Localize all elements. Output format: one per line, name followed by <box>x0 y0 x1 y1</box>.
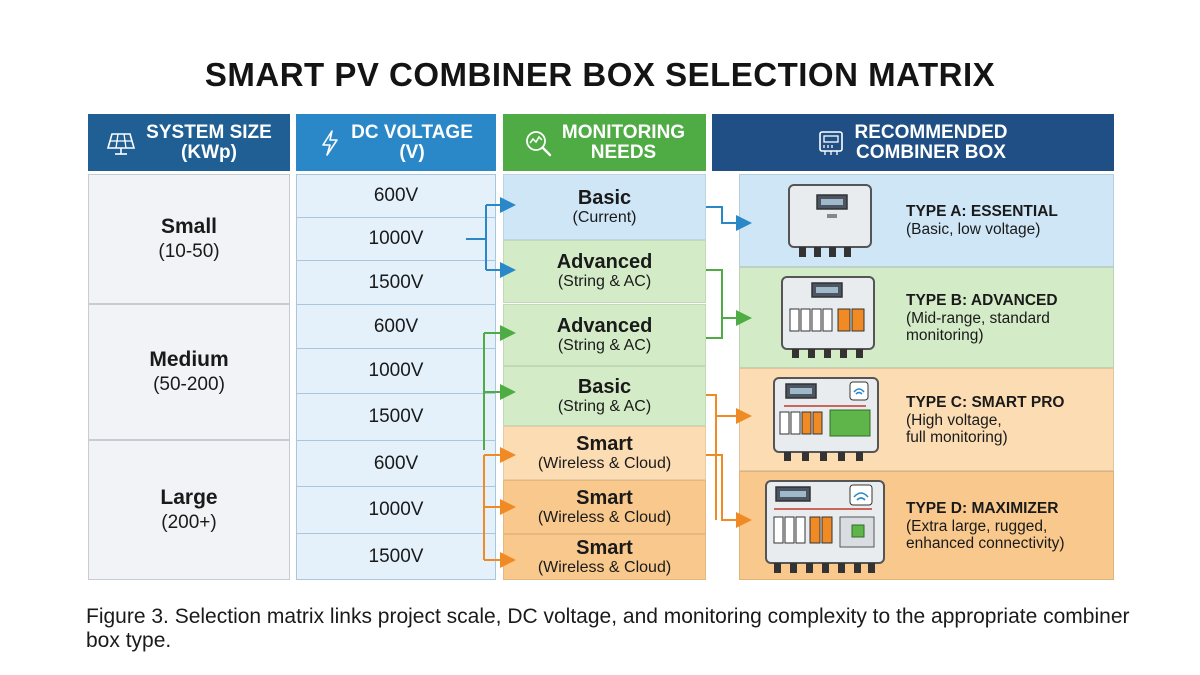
recommendation-type: TYPE B: ADVANCED <box>906 291 1058 309</box>
monitoring-detail: (String & AC) <box>557 397 652 415</box>
voltage-cell: 600V <box>296 304 496 349</box>
monitoring-cell: Advanced (String & AC) <box>503 304 706 366</box>
monitoring-detail: (Wireless & Cloud) <box>537 558 672 576</box>
size-cell-small: Small (10-50) <box>88 174 290 304</box>
header-monitoring-line1: MONITORING <box>561 121 686 143</box>
size-range: (50-200) <box>153 374 225 395</box>
combiner-box-icon <box>819 130 844 155</box>
monitoring-level: Basic <box>577 186 632 209</box>
monitoring-cell: Basic (String & AC) <box>503 366 706 426</box>
voltage-cell: 1500V <box>296 393 496 441</box>
voltage-cell: 1500V <box>296 533 496 580</box>
monitoring-detail: (Wireless & Cloud) <box>537 454 672 472</box>
size-range: (200+) <box>161 512 217 533</box>
monitoring-cell: Smart (Wireless & Cloud) <box>503 534 706 580</box>
recommendation-text: TYPE B: ADVANCED (Mid-range, standard mo… <box>906 268 1058 367</box>
monitoring-detail: (Wireless & Cloud) <box>537 508 672 526</box>
header-system-size: SYSTEM SIZE (KWp) <box>88 114 290 171</box>
recommendation-text: TYPE A: ESSENTIAL (Basic, low voltage) <box>906 175 1058 266</box>
size-cell-medium: Medium (50-200) <box>88 304 290 440</box>
monitoring-level: Advanced <box>556 314 653 337</box>
recommendation-desc: full monitoring) <box>906 428 1008 446</box>
lightning-bolt-icon <box>322 129 338 156</box>
recommendation-desc: enhanced connectivity) <box>906 534 1065 552</box>
solar-panel-icon <box>107 132 136 155</box>
header-dc-voltage: DC VOLTAGE (V) <box>296 114 496 171</box>
voltage-cell: 1000V <box>296 217 496 261</box>
monitoring-detail: (String & AC) <box>557 336 652 354</box>
recommendation-text: TYPE C: SMART PRO (High voltage, full mo… <box>906 369 1064 470</box>
monitoring-cell: Basic (Current) <box>503 174 706 240</box>
recommendation-type: TYPE A: ESSENTIAL <box>906 203 1058 220</box>
monitoring-magnifier-icon <box>526 130 552 156</box>
recommendation-type-d: TYPE D: MAXIMIZER (Extra large, rugged, … <box>739 471 1114 580</box>
recommendation-desc: monitoring) <box>906 326 984 344</box>
monitoring-level: Basic <box>577 375 632 398</box>
header-monitoring-line2: NEEDS <box>590 141 657 163</box>
header-monitoring: MONITORING NEEDS <box>503 114 706 171</box>
recommendation-desc: (Extra large, rugged, <box>906 517 1048 535</box>
size-cell-large: Large (200+) <box>88 440 290 580</box>
monitoring-cell: Smart (Wireless & Cloud) <box>503 426 706 480</box>
figure-caption: Figure 3. Selection matrix links project… <box>86 605 1130 652</box>
combiner-box-advanced-icon <box>781 276 875 358</box>
recommendation-text: TYPE D: MAXIMIZER (Extra large, rugged, … <box>906 472 1065 579</box>
recommendation-type: TYPE C: SMART PRO <box>906 393 1065 411</box>
monitoring-level: Smart <box>576 536 633 559</box>
monitoring-level: Advanced <box>556 251 653 273</box>
header-dc-voltage-line1: DC VOLTAGE <box>351 121 473 143</box>
monitoring-cell: Smart (Wireless & Cloud) <box>503 480 706 534</box>
combiner-box-maximizer-icon <box>765 480 885 573</box>
voltage-cell: 1500V <box>296 260 496 305</box>
recommendation-desc: (Mid-range, standard <box>906 309 1050 327</box>
header-recommended-line1: RECOMMENDED <box>854 121 1008 143</box>
recommendation-type-a: TYPE A: ESSENTIAL (Basic, low voltage) <box>739 174 1114 267</box>
combiner-box-essential-icon <box>788 184 872 257</box>
size-name: Small <box>160 215 218 238</box>
size-name: Large <box>160 486 218 509</box>
voltage-cell: 600V <box>296 174 496 218</box>
page-title: SMART PV COMBINER BOX SELECTION MATRIX <box>204 56 996 93</box>
monitoring-level: Smart <box>576 486 633 509</box>
voltage-cell: 1000V <box>296 486 496 534</box>
combiner-box-smart-pro-icon <box>773 377 879 461</box>
header-dc-voltage-line2: (V) <box>399 141 425 163</box>
voltage-cell: 600V <box>296 440 496 487</box>
recommendation-type-b: TYPE B: ADVANCED (Mid-range, standard mo… <box>739 267 1114 368</box>
size-name: Medium <box>149 348 229 371</box>
recommendation-desc: (High voltage, <box>906 411 1002 429</box>
voltage-cell: 1000V <box>296 348 496 394</box>
header-recommended: RECOMMENDED COMBINER BOX <box>712 114 1114 171</box>
monitoring-detail: (String & AC) <box>557 273 652 290</box>
monitoring-detail: (Current) <box>572 208 637 226</box>
recommendation-type-c: TYPE C: SMART PRO (High voltage, full mo… <box>739 368 1114 471</box>
monitoring-level: Smart <box>576 432 633 455</box>
header-recommended-line2: COMBINER BOX <box>856 141 1006 163</box>
size-range: (10-50) <box>158 241 220 262</box>
header-system-size-line1: SYSTEM SIZE <box>146 121 272 143</box>
recommendation-type: TYPE D: MAXIMIZER <box>906 499 1059 517</box>
recommendation-desc: (Basic, low voltage) <box>906 221 1041 238</box>
header-system-size-line2: (KWp) <box>181 141 237 163</box>
monitoring-cell: Advanced (String & AC) <box>503 240 706 303</box>
